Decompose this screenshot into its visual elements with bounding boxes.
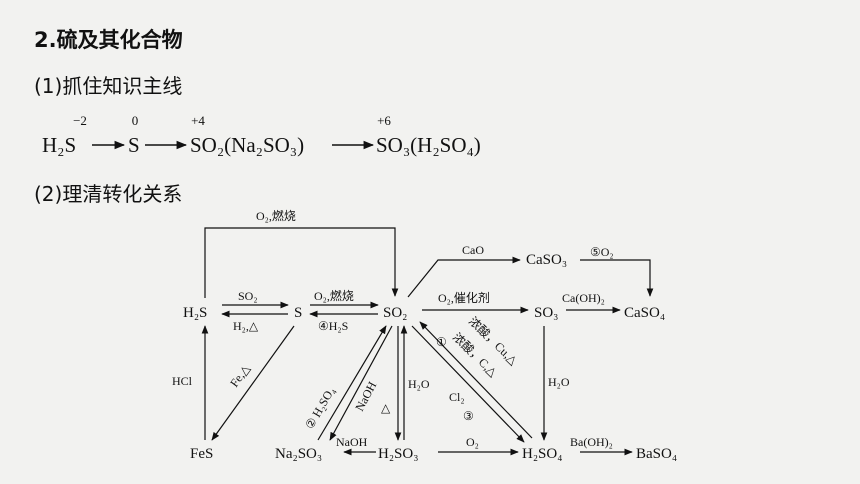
arrow-h2s-so2-loop [204,227,399,298]
ox-state-so3: +6 [377,113,391,128]
mainline-h2s: H₂S [42,133,76,157]
section-heading: 2.硫及其化合物 [34,28,183,52]
mainline-s: S [128,133,140,157]
arrow-so2-to-h2so4 [411,325,525,443]
subheading-mainline: (1)抓住知识主线 [34,74,183,98]
label-delta: △ [381,401,391,415]
node-h2so3: H₂SO₃ [378,446,418,462]
node-na2so3: Na₂SO₃ [275,446,322,462]
label-cl2: Cl₂ [449,390,465,404]
label-so3-caso4: Ca(OH)₂ [562,291,605,305]
label-circle3: ③ [463,409,474,423]
arrow-h2so4-to-so2 [419,321,533,439]
label-s-so2-top: O₂,燃烧 [314,288,354,303]
label-caso3-caso4: ⑤O₂ [590,245,614,259]
node-so3: SO₃ [534,305,558,321]
node-s: S [294,305,302,321]
node-so2: SO₂ [383,305,407,321]
arrow-caso3-to-caso4 [580,259,654,297]
label-h2s-s-top: SO₂ [238,289,258,303]
node-fes: FeS [190,446,213,462]
node-caso4: CaSO₄ [624,305,665,321]
ox-state-so2: +4 [191,113,205,128]
label-s-so2-bottom: ④H₂S [318,319,348,333]
mainline-so2: SO₂(Na₂SO₃) [190,133,304,157]
node-h2s: H₂S [183,305,207,321]
arrow-na2so3-to-so2 [317,325,387,441]
label-h2o-right: H₂O [548,375,570,389]
label-hcl: HCl [172,374,193,388]
label-naoh-up: NaOH [352,379,379,414]
oxidation-mainline: −2 H₂S 0 S +4 SO₂(Na₂SO₃) +6 SO₃(H₂SO₄) [42,113,481,157]
label-h2s-s-bottom: H₂,△ [233,319,259,333]
ox-state-h2s: −2 [73,113,87,128]
label-h2o-left: H₂O [408,377,430,391]
label-baoh2: Ba(OH)₂ [570,435,613,449]
label-fe: Fe,△ [227,361,253,389]
node-caso3: CaSO₃ [526,252,567,268]
subheading-conversion: (2)理清转化关系 [34,182,183,206]
arrow-so2-to-na2so3 [329,325,393,441]
mainline-so3: SO₃(H₂SO₄) [376,133,481,157]
label-top-o2: O₂,燃烧 [256,208,296,223]
label-o2-bottom: O₂ [466,435,479,449]
arrow-so2-to-caso3 [407,256,521,298]
label-naoh-bottom: NaOH [336,435,368,449]
label-h2so4-reagent: ② H₂SO₄ [302,385,337,432]
ox-state-s: 0 [132,113,139,128]
label-cao: CaO [462,243,484,257]
node-baso4: BaSO₄ [636,446,677,462]
label-so2-so3: O₂,催化剂 [438,290,490,305]
node-h2so4: H₂SO₄ [522,446,562,462]
arrow-s-to-fes [211,325,295,441]
label-circle1: ① [436,335,447,349]
